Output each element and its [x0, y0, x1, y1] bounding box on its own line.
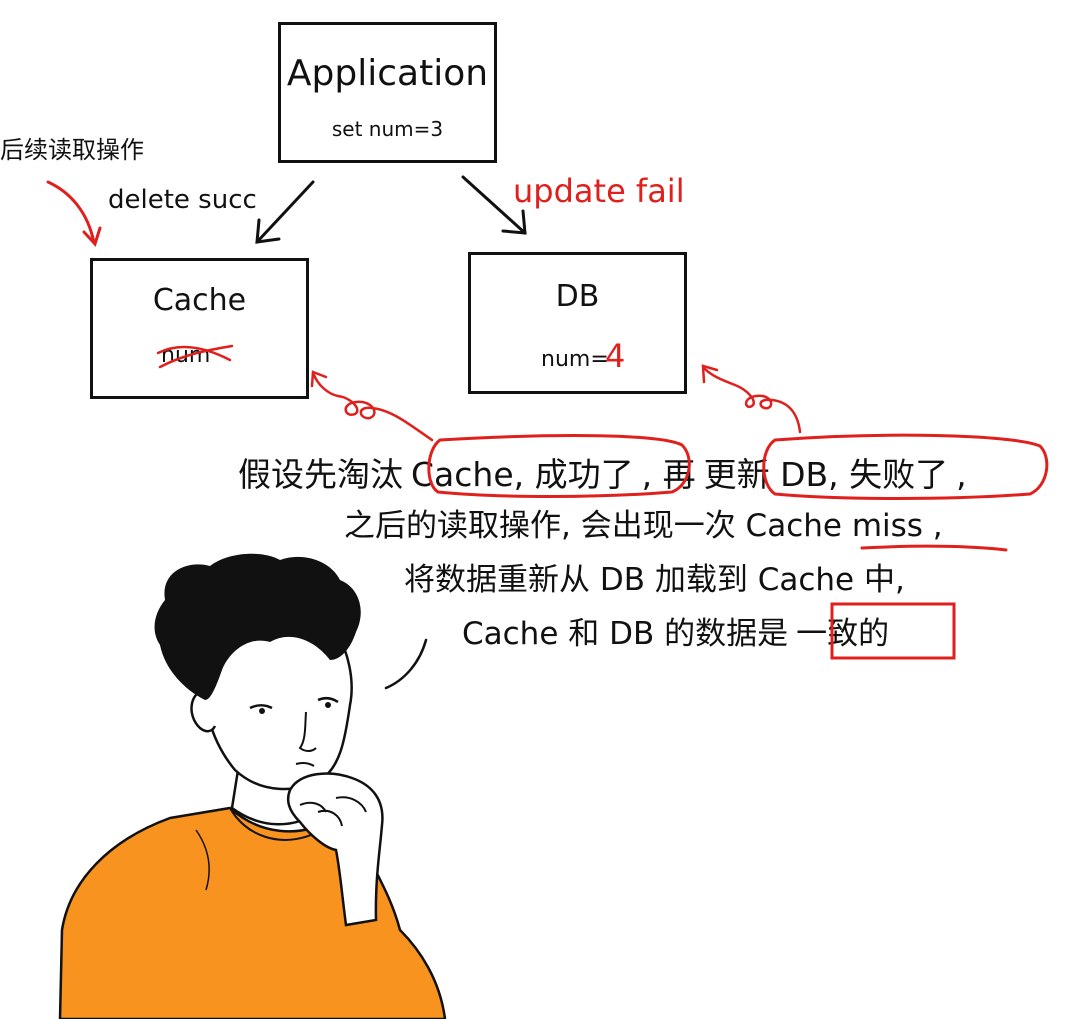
line1-part3: ,: [956, 455, 967, 494]
cache-strikethrough: [156, 344, 234, 369]
arrow-to-cache: [255, 180, 315, 244]
circle-db-fail: [762, 433, 1049, 500]
application-subtitle: set num=3: [331, 117, 444, 141]
db-value: 4: [605, 337, 626, 375]
box-consistent: [830, 602, 956, 660]
line4-boxed: 一致的: [796, 616, 890, 652]
arrow-to-db: [461, 175, 527, 235]
db-title: DB: [555, 279, 600, 314]
db-value-label: num=: [541, 347, 609, 372]
explanation-line2: 之后的读取操作, 会出现一次 Cache miss ,: [344, 508, 943, 544]
line4-part1: Cache 和 DB 的数据是: [462, 616, 789, 652]
explanation-line4: Cache 和 DB 的数据是一致的: [462, 608, 897, 653]
hand: [286, 772, 384, 927]
subsequent-read-label: 后续读取操作: [0, 136, 144, 164]
circle-cache-success: [427, 434, 691, 498]
update-fail-label: update fail: [513, 172, 685, 210]
subsequent-read-arrow: [46, 180, 102, 247]
cache-title: Cache: [152, 283, 247, 318]
speech-mark: [384, 638, 428, 690]
underline-cache-miss: [860, 544, 1008, 552]
person-illustration: [58, 553, 447, 1019]
application-title: Application: [286, 53, 489, 94]
explanation-line3: 将数据重新从 DB 加载到 Cache 中,: [404, 562, 905, 598]
db-box: DB num= 4: [468, 252, 687, 394]
hair: [154, 553, 361, 700]
squiggle-arrow-cache: [310, 370, 434, 442]
application-box: Application set num=3: [278, 22, 497, 163]
line1-part1: 假设先淘汰: [238, 455, 403, 494]
shirt: [58, 806, 447, 1019]
delete-succ-label: delete succ: [108, 185, 257, 215]
squiggle-arrow-db: [701, 364, 802, 434]
line1-circled-cache: Cache, 成功了: [411, 455, 634, 494]
line1-circled-db: 更新 DB, 失败了: [703, 455, 949, 494]
